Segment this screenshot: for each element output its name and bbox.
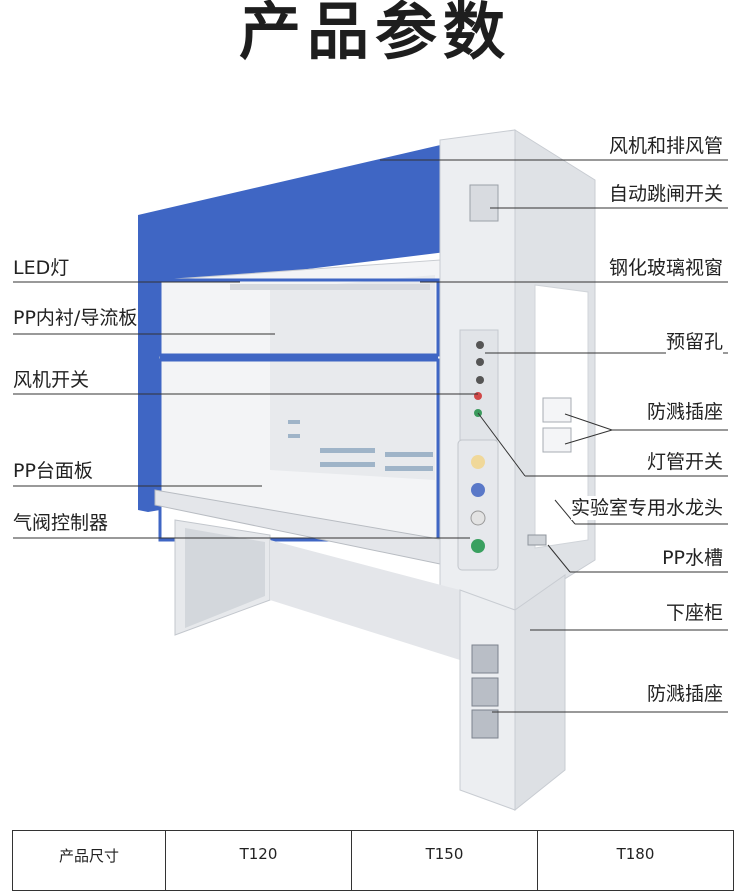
fume-hood-illustration	[13, 129, 728, 812]
label-lamp-switch: 灯管开关	[646, 450, 723, 474]
spec-table: 产品尺寸 T120 T150 T180	[12, 830, 734, 891]
label-led-light: LED灯	[13, 256, 70, 280]
table-header-cell: T120	[165, 830, 352, 891]
label-pp-sink: PP水槽	[662, 546, 723, 570]
label-base-cabinet: 下座柜	[665, 601, 723, 625]
label-fan-and-exhaust: 风机和排风管	[608, 134, 723, 158]
label-splash-socket-bottom: 防溅插座	[646, 682, 723, 706]
table-header-cell: T180	[537, 830, 734, 891]
label-tempered-glass-window: 钢化玻璃视窗	[608, 256, 723, 280]
label-pp-countertop: PP台面板	[13, 459, 93, 483]
label-pp-liner: PP内衬/导流板	[13, 306, 138, 330]
page-title: 产品参数	[238, 0, 511, 68]
table-header-cell: T150	[351, 830, 538, 891]
label-fan-switch: 风机开关	[13, 368, 90, 392]
table-row: 产品尺寸 T120 T150 T180	[12, 830, 734, 891]
label-reserved-hole: 预留孔	[665, 330, 723, 354]
label-lab-faucet: 实验室专用水龙头	[570, 496, 723, 520]
label-gas-valve-controller: 气阀控制器	[13, 511, 109, 535]
label-splash-socket-top: 防溅插座	[646, 400, 723, 424]
table-header-cell: 产品尺寸	[12, 830, 166, 891]
label-auto-trip-switch: 自动跳闸开关	[608, 182, 723, 206]
